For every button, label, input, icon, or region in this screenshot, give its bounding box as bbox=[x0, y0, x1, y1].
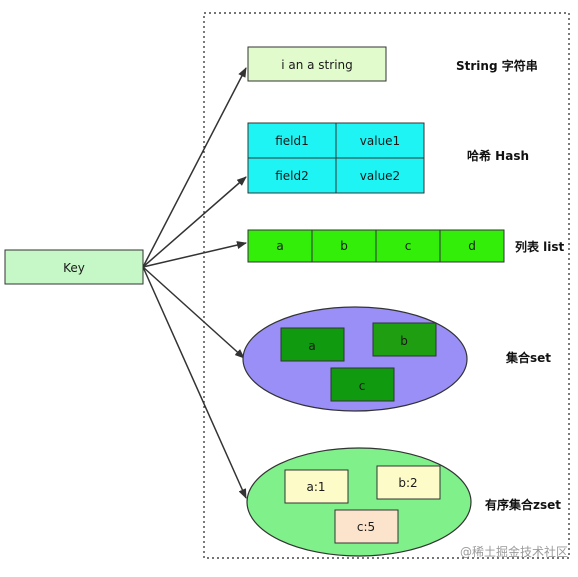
arrow-to-string bbox=[142, 67, 247, 268]
set-item bbox=[372, 322, 437, 357]
zset-item bbox=[284, 469, 349, 504]
set-ellipse: a b c bbox=[242, 306, 468, 412]
hash-cell bbox=[335, 122, 425, 159]
list-item: a bbox=[276, 239, 283, 253]
zset-item-label: a:1 bbox=[306, 480, 325, 494]
hash-type-label: 哈希 Hash bbox=[467, 148, 529, 163]
set-item-label: c bbox=[359, 379, 366, 393]
zset-item-label: b:2 bbox=[398, 476, 417, 490]
hash-cell bbox=[247, 122, 337, 159]
arrow-to-zset bbox=[142, 266, 247, 499]
string-type-label: String 字符串 bbox=[456, 58, 538, 73]
set-type-label: 集合set bbox=[505, 350, 551, 365]
list-item: d bbox=[468, 239, 476, 253]
list-cell bbox=[247, 229, 313, 263]
hash-cell bbox=[247, 157, 337, 194]
arrow-to-hash bbox=[142, 176, 247, 268]
arrow-to-set bbox=[142, 266, 245, 359]
list-cell bbox=[439, 229, 505, 263]
set-item bbox=[330, 367, 395, 402]
zset-type-label: 有序集合zset bbox=[485, 497, 561, 512]
list-item: c bbox=[405, 239, 412, 253]
hash-value1: value1 bbox=[360, 134, 400, 148]
list-type-label: 列表 list bbox=[515, 239, 565, 254]
string-value: i an a string bbox=[281, 58, 353, 72]
arrows bbox=[142, 67, 247, 499]
hash-value2: value2 bbox=[360, 169, 400, 183]
list-cell bbox=[311, 229, 377, 263]
zset-ellipse: a:1 b:2 c:5 bbox=[246, 447, 472, 557]
set-item-label: b bbox=[400, 334, 408, 348]
string-box: i an a string bbox=[247, 46, 387, 82]
list-cell bbox=[375, 229, 441, 263]
zset-item bbox=[376, 465, 441, 500]
hash-cell bbox=[335, 157, 425, 194]
list-item: b bbox=[340, 239, 348, 253]
key-label: Key bbox=[63, 261, 85, 275]
set-item-label: a bbox=[308, 339, 315, 353]
set-item bbox=[280, 327, 345, 362]
hash-table: field1 value1 field2 value2 bbox=[247, 122, 425, 194]
arrow-to-list bbox=[142, 241, 247, 268]
zset-item-label: c:5 bbox=[357, 520, 375, 534]
hash-field1: field1 bbox=[275, 134, 309, 148]
key-box: Key bbox=[4, 249, 144, 285]
watermark: @稀土掘金技术社区 bbox=[460, 544, 568, 559]
zset-item bbox=[334, 509, 399, 544]
hash-field2: field2 bbox=[275, 169, 309, 183]
list-row: a b c d bbox=[247, 229, 505, 263]
